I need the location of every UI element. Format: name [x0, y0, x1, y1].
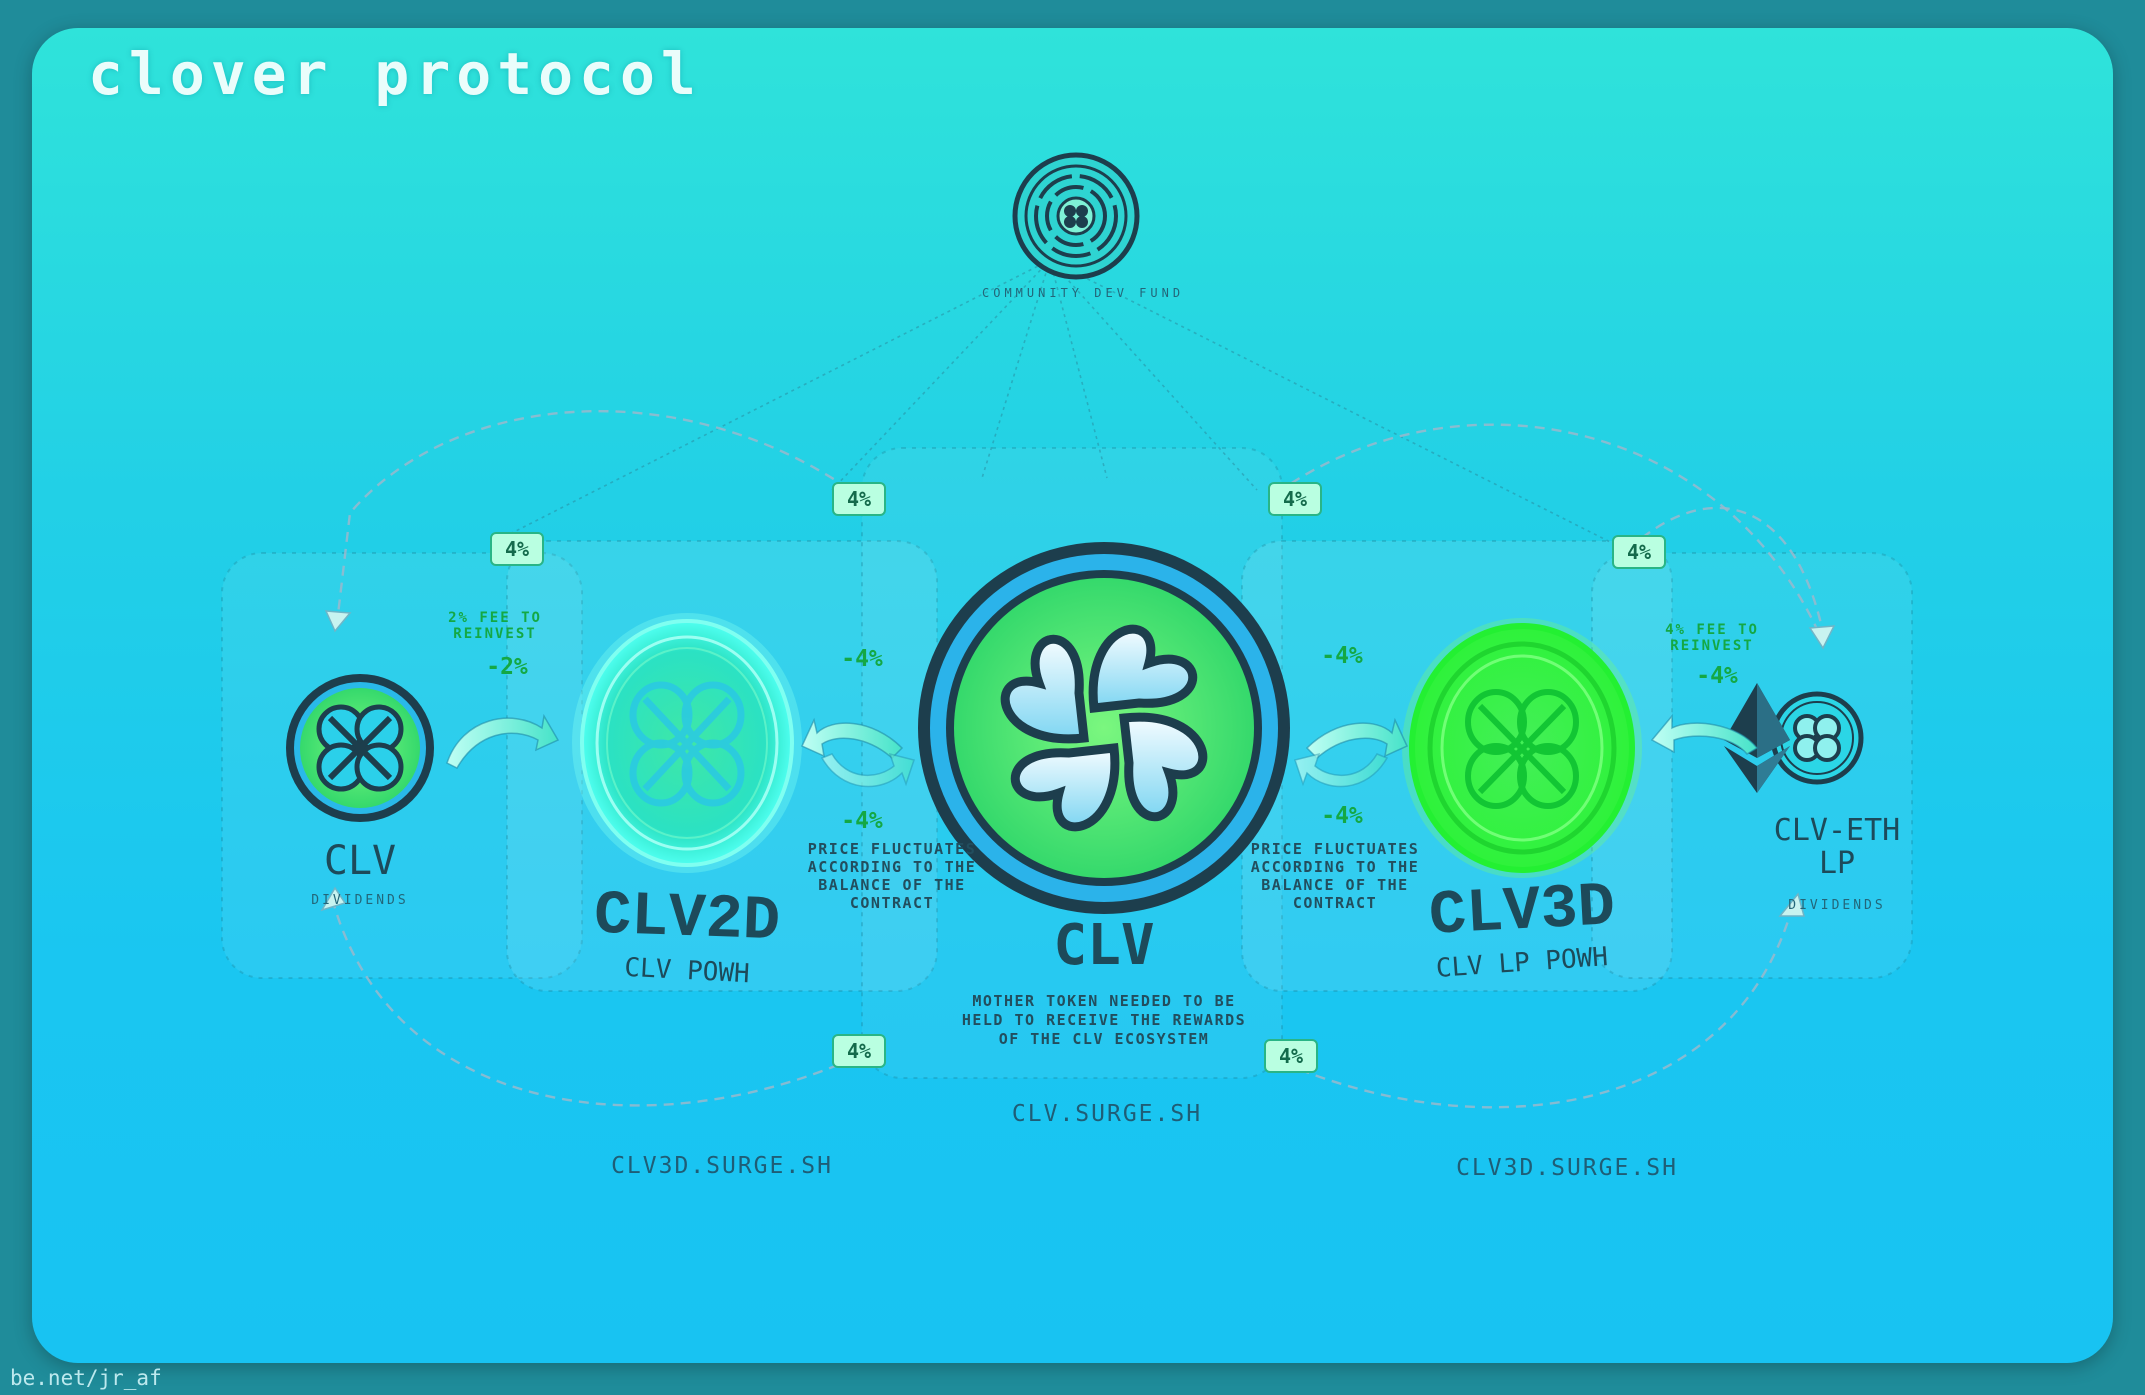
- clv-eth-lp-name-2: LP: [1818, 846, 1856, 881]
- credit-text: be.net/jr_af: [10, 1366, 162, 1390]
- badge-top-left-inner: 4%: [832, 482, 886, 516]
- clv-main-note-1: MOTHER TOKEN NEEDED TO BE: [972, 992, 1236, 1010]
- badge-top-right-outer: 4%: [1612, 535, 1666, 569]
- price-note-right-3: BALANCE OF THE: [1261, 876, 1409, 894]
- community-fund-icon: [1012, 152, 1140, 280]
- arc-heads: [320, 610, 1836, 917]
- clv3d-bottom-fee: -4%: [1321, 803, 1363, 829]
- price-note-left-2: ACCORDING TO THE: [807, 858, 977, 876]
- community-fund-label: COMMUNITY DEV FUND: [982, 286, 1185, 300]
- left-fee-line-1: 2% FEE TO: [448, 610, 542, 626]
- price-note-left-1: PRICE FLUCTUATES: [807, 840, 977, 858]
- fee-arrows: [446, 713, 1759, 788]
- badge-bottom-left: 4%: [832, 1034, 886, 1068]
- badge-bottom-right: 4%: [1264, 1039, 1318, 1073]
- clv2d-coin: [572, 613, 802, 873]
- clv2d-name: CLV2D: [592, 879, 782, 958]
- page-title: clover protocol: [88, 40, 702, 108]
- clv-main-note-3: OF THE CLV ECOSYSTEM: [998, 1030, 1210, 1048]
- clv-main-note-2: HELD TO RECEIVE THE REWARDS: [961, 1011, 1247, 1029]
- loop-arcs: [330, 410, 1824, 1109]
- price-note-right-2: ACCORDING TO THE: [1250, 858, 1420, 876]
- clv3d-coin: [1402, 618, 1642, 878]
- price-note-right-1: PRICE FLUCTUATES: [1250, 840, 1420, 858]
- clv-dividends-caption: DIVIDENDS: [311, 893, 409, 908]
- right-fee-line-1: 4% FEE TO: [1665, 622, 1759, 638]
- diagram-card: clover protocol COMMUNITY DEV FUND CLV D…: [32, 28, 2113, 1363]
- left-fee-line-2: REINVEST: [453, 626, 537, 642]
- left-fee-value: -2%: [486, 654, 528, 680]
- clv-eth-lp-caption: DIVIDENDS: [1788, 898, 1886, 913]
- clv-main-name: CLV: [1053, 913, 1155, 978]
- right-fee-value: -4%: [1696, 663, 1738, 689]
- fund-lines: [501, 259, 1633, 554]
- flow-diagram: [221, 152, 1913, 1109]
- price-note-right-4: CONTRACT: [1292, 894, 1378, 912]
- clv-dividends-name: CLV: [323, 838, 397, 884]
- clv-dividends-coin: [286, 674, 434, 822]
- badge-top-right-inner: 4%: [1268, 482, 1322, 516]
- price-note-left-4: CONTRACT: [849, 894, 935, 912]
- clv-eth-lp-name-1: CLV-ETH: [1773, 813, 1901, 848]
- clv2d-bottom-fee: -4%: [841, 808, 883, 834]
- clv3d-top-fee: -4%: [1321, 643, 1363, 669]
- price-note-left-3: BALANCE OF THE: [818, 876, 966, 894]
- url-center[interactable]: CLV.SURGE.SH: [1011, 1101, 1203, 1127]
- clv2d-top-fee: -4%: [841, 646, 883, 672]
- badge-top-left-outer: 4%: [490, 532, 544, 566]
- url-right[interactable]: CLV3D.SURGE.SH: [1456, 1155, 1678, 1181]
- url-left[interactable]: CLV3D.SURGE.SH: [611, 1153, 833, 1179]
- right-fee-line-2: REINVEST: [1670, 638, 1754, 654]
- clv-eth-lp-icon: [1724, 683, 1864, 793]
- clv-main-logo: [918, 542, 1290, 914]
